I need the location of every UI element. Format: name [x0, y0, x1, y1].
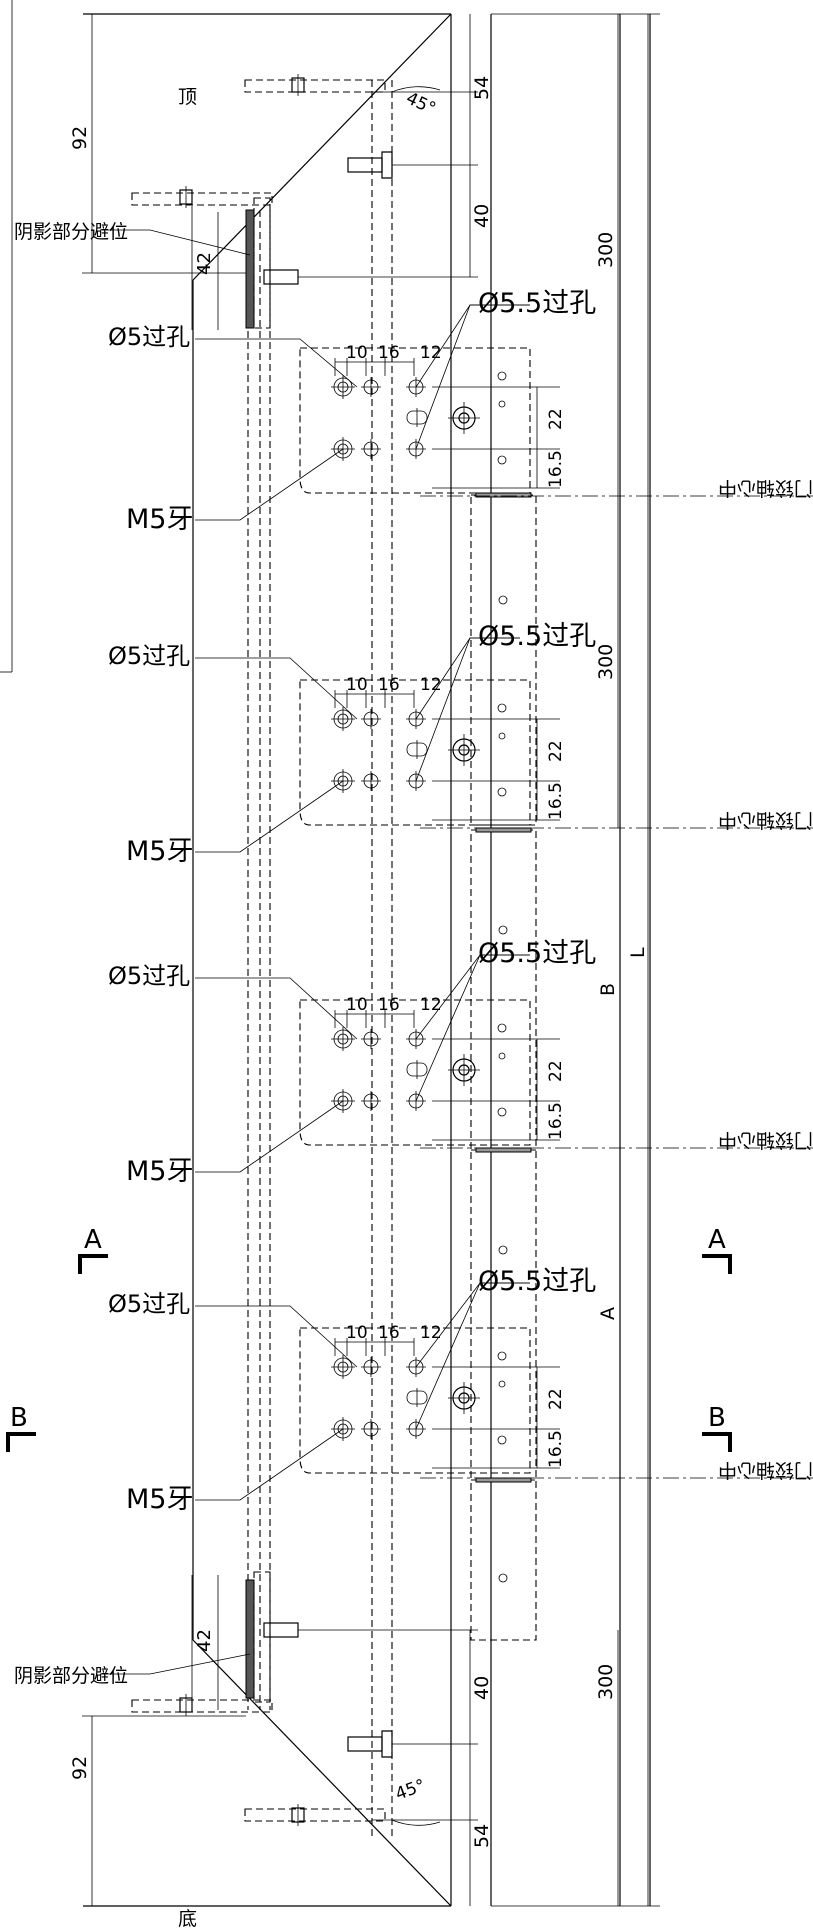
dim-42-bottom: 42: [194, 1629, 215, 1652]
through-hole-55-label-4: Ø5.5过孔: [478, 1266, 596, 1297]
dim-45-top: 45°: [403, 88, 439, 119]
svg-text:16: 16: [378, 1323, 400, 1343]
dim-300-bottom: 300: [595, 1664, 617, 1700]
dim-42-top: 42: [194, 252, 215, 275]
svg-text:12: 12: [420, 343, 442, 363]
hinge-leaves: [470, 492, 537, 1641]
through-hole-55-label-1: Ø5.5过孔: [478, 288, 596, 319]
svg-text:10: 10: [346, 675, 368, 695]
hinge-group-2: [299, 679, 561, 826]
dim-92-top: 92: [69, 126, 91, 150]
dim-300-top: 300: [595, 232, 617, 268]
svg-text:16.5: 16.5: [546, 450, 566, 488]
through-hole-5-label-3: Ø5过孔: [108, 962, 190, 990]
section-a-left: A: [84, 1225, 102, 1255]
top-fittings: [82, 74, 478, 330]
bottom-fittings: [82, 1571, 478, 1826]
svg-text:16.5: 16.5: [546, 782, 566, 820]
section-b-right: B: [708, 1403, 726, 1433]
svg-text:16: 16: [378, 675, 400, 695]
svg-text:16.5: 16.5: [546, 1430, 566, 1468]
dim-45-bottom: 45°: [393, 1776, 428, 1805]
main-outline: [0, 0, 660, 1907]
through-hole-55-label-2: Ø5.5过孔: [478, 621, 596, 652]
through-hole-5-label-2: Ø5过孔: [108, 642, 190, 670]
hinge-axis-label-1: 门铰轴心中: [718, 477, 813, 499]
svg-text:10: 10: [346, 343, 368, 363]
svg-text:22: 22: [546, 1388, 566, 1410]
svg-text:22: 22: [546, 740, 566, 762]
svg-text:16: 16: [378, 995, 400, 1015]
dim-A: A: [597, 1307, 619, 1320]
hinge-group-3: [299, 999, 561, 1146]
section-b-left: B: [10, 1403, 28, 1433]
svg-text:12: 12: [420, 675, 442, 695]
dimension-lines: [91, 14, 649, 1906]
section-a-right: A: [708, 1225, 726, 1255]
dim-40-bottom: 40: [471, 1676, 493, 1700]
dim-54-top: 54: [471, 76, 493, 100]
hinge-axis-label-4: 门铰轴心中: [718, 1459, 813, 1481]
bottom-label: 底: [178, 1908, 197, 1929]
hinge-axis-lines: [420, 495, 813, 1479]
dim-L: L: [627, 947, 649, 958]
leader-lines: [100, 229, 530, 1675]
through-hole-5-label-4: Ø5过孔: [108, 1290, 190, 1318]
hole-dims-1: 10 16 12 22 16.5: [346, 343, 566, 488]
svg-text:10: 10: [346, 995, 368, 1015]
dim-300-mid: 300: [595, 644, 617, 680]
svg-text:12: 12: [420, 995, 442, 1015]
svg-text:10: 10: [346, 1323, 368, 1343]
dim-B: B: [597, 983, 619, 996]
svg-text:16.5: 16.5: [546, 1102, 566, 1140]
shadow-relief-label-bottom: 阴影部分避位: [14, 1665, 128, 1687]
hole-dims-4: 10 16 12 22 16.5: [346, 1323, 566, 1468]
svg-text:12: 12: [420, 1323, 442, 1343]
hinge-group-1: [299, 347, 561, 494]
m5-thread-label-2: M5牙: [126, 836, 193, 867]
hinge-group-4: [299, 1327, 561, 1474]
dim-40-top: 40: [471, 204, 493, 228]
through-hole-55-label-3: Ø5.5过孔: [478, 938, 596, 969]
m5-thread-label-1: M5牙: [126, 504, 193, 535]
hole-dims-3: 10 16 12 22 16.5: [346, 995, 566, 1140]
m5-thread-label-3: M5牙: [126, 1156, 193, 1187]
hinge-axis-label-3: 门铰轴心中: [718, 1129, 813, 1151]
hole-dims-2: 10 16 12 22 16.5: [346, 675, 566, 820]
svg-text:22: 22: [546, 1060, 566, 1082]
svg-text:22: 22: [546, 408, 566, 430]
shadow-relief-label-top: 阴影部分避位: [14, 221, 128, 243]
hinge-axis-label-2: 门铰轴心中: [718, 809, 813, 831]
through-hole-5-label-1: Ø5过孔: [108, 323, 190, 351]
dim-54-bottom: 54: [471, 1824, 493, 1848]
section-marks: [6, 1254, 732, 1452]
svg-text:16: 16: [378, 343, 400, 363]
top-label: 顶: [178, 86, 197, 108]
dim-92-bottom: 92: [69, 1756, 91, 1780]
m5-thread-label-4: M5牙: [126, 1484, 193, 1515]
